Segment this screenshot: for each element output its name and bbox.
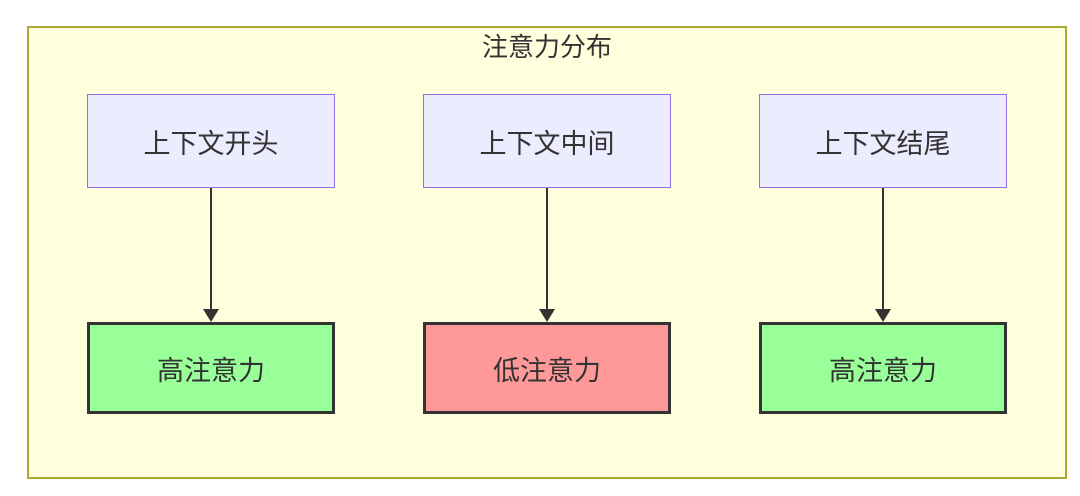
arrow-connector	[875, 188, 891, 322]
node-high-attention-2: 高注意力	[759, 322, 1007, 414]
arrow-line	[210, 188, 212, 309]
flow-column-context-end: 上下文结尾 高注意力	[759, 94, 1007, 414]
node-context-end: 上下文结尾	[759, 94, 1007, 188]
attention-distribution-frame: 注意力分布 上下文开头 高注意力 上下文中间 低注意力 上下文结尾	[27, 26, 1067, 479]
flow-columns: 上下文开头 高注意力 上下文中间 低注意力 上下文结尾	[87, 94, 1007, 414]
node-high-attention-1: 高注意力	[87, 322, 335, 414]
arrow-head-icon	[539, 309, 555, 322]
arrow-connector	[203, 188, 219, 322]
node-context-start: 上下文开头	[87, 94, 335, 188]
flow-column-context-start: 上下文开头 高注意力	[87, 94, 335, 414]
diagram-title: 注意力分布	[481, 32, 612, 62]
arrow-line	[546, 188, 548, 309]
arrow-head-icon	[203, 309, 219, 322]
node-low-attention: 低注意力	[423, 322, 671, 414]
arrow-head-icon	[875, 309, 891, 322]
arrow-line	[882, 188, 884, 309]
node-context-middle: 上下文中间	[423, 94, 671, 188]
flow-column-context-middle: 上下文中间 低注意力	[423, 94, 671, 414]
arrow-connector	[539, 188, 555, 322]
